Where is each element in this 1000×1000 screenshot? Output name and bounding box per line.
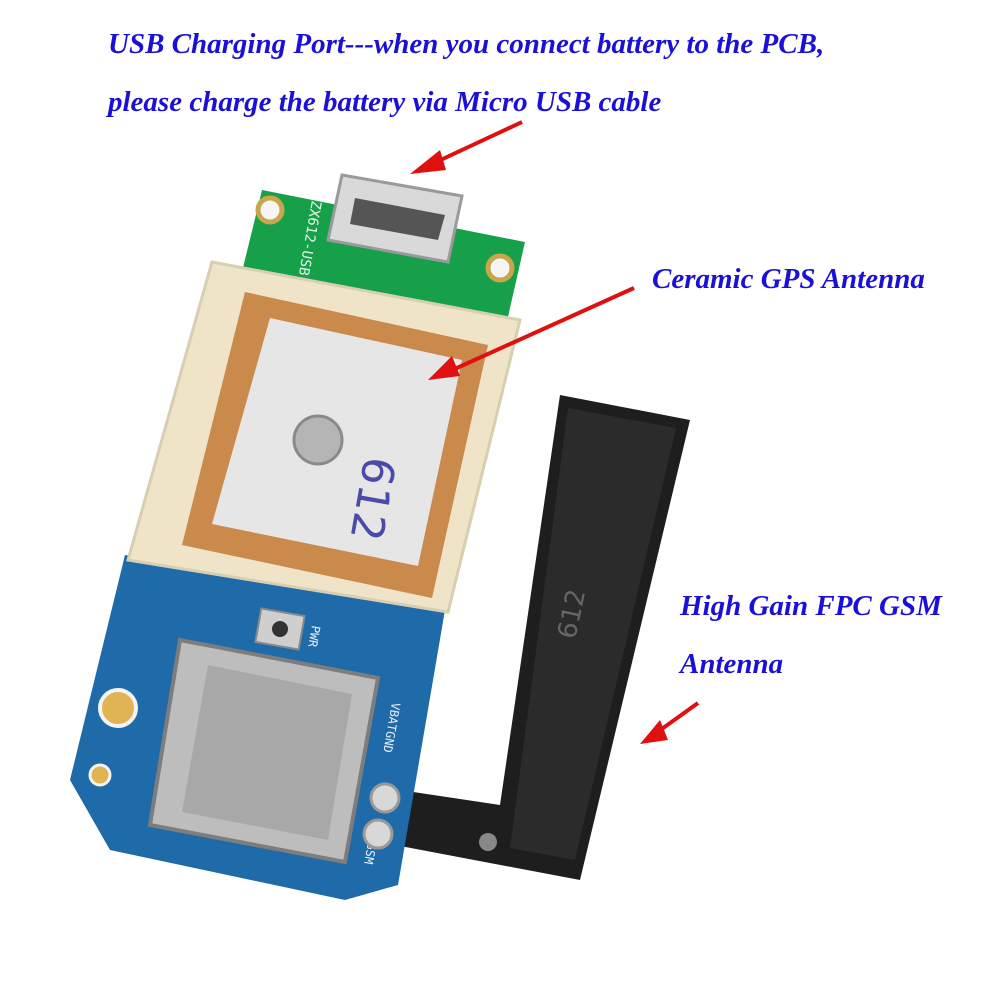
gsm-connector-2 (362, 818, 394, 850)
pwr-silkscreen: PWR (305, 624, 323, 649)
pcb-board: 612 ZX612-USB PWR VBATGND GSM (70, 173, 525, 900)
arrow-usb (410, 120, 523, 174)
fpc-gsm-antenna: 612 (395, 395, 690, 880)
arrow-gsm (640, 701, 700, 744)
pad-large (98, 688, 138, 728)
mount-hole-right (485, 253, 515, 283)
pad-small (88, 763, 112, 787)
gsm-antenna-label-line1: High Gain FPC GSM (680, 590, 942, 622)
gsm-connector-1 (369, 782, 401, 814)
mount-hole-left (255, 195, 285, 225)
gps-antenna-label: Ceramic GPS Antenna (652, 263, 925, 295)
usb-port-label-line1: USB Charging Port---when you connect bat… (108, 28, 825, 60)
gps-feed-pin (292, 414, 344, 466)
arrow-gps (428, 286, 635, 380)
usb-port-label-line2: please charge the battery via Micro USB … (108, 86, 662, 118)
gsm-antenna-label-line2: Antenna (680, 648, 784, 680)
